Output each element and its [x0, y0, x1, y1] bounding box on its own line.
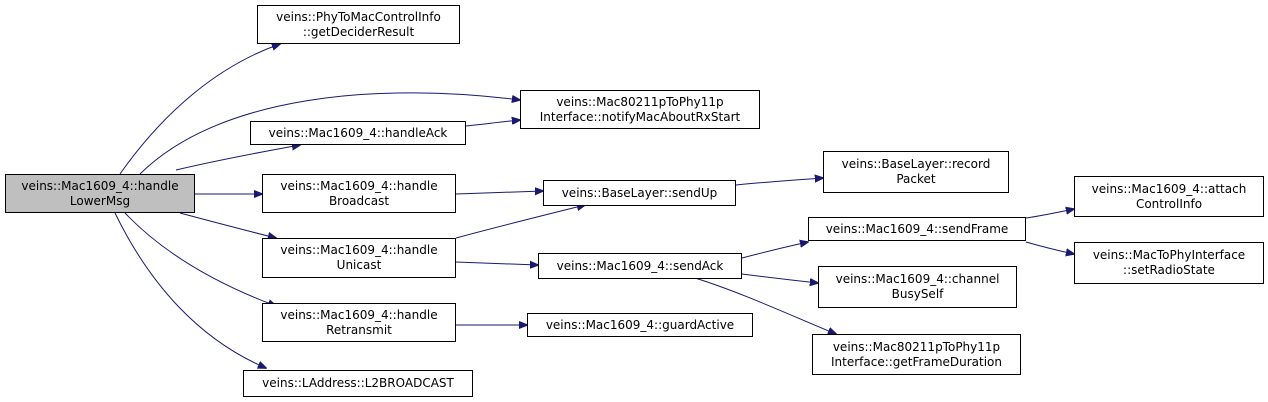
node-handle-lower-msg: veins::Mac1609_4::handle LowerMsg	[5, 174, 195, 213]
node-label: Unicast	[336, 258, 382, 272]
node-set-radio-state[interactable]: veins::MacToPhyInterface ::setRadioState	[1074, 242, 1264, 284]
node-label: Broadcast	[328, 193, 390, 208]
node-label: veins::PhyToMacControlInfo	[276, 9, 441, 24]
node-label: veins::BaseLayer::sendUp	[561, 185, 718, 200]
edge-handle-ack-to-notify-mac-about-rx-start	[465, 120, 520, 127]
edge-send-ack-to-send-frame	[741, 242, 808, 259]
node-label: veins::Mac80211pToPhy11p	[556, 94, 724, 109]
node-label: veins::Mac1609_4::guardActive	[545, 317, 735, 332]
node-label: ControlInfo	[1135, 196, 1203, 211]
edge-root-to-get-decider-result	[119, 44, 280, 175]
node-label: Packet	[896, 172, 936, 186]
node-guard-active[interactable]: veins::Mac1609_4::guardActive	[527, 313, 753, 337]
node-handle-unicast[interactable]: veins::Mac1609_4::handle Unicast	[262, 238, 456, 278]
node-label: veins::Mac1609_4::channel	[835, 272, 1000, 286]
node-record-packet[interactable]: veins::BaseLayer::record Packet	[823, 151, 1009, 193]
edge-root-to-handle-ack	[175, 145, 300, 171]
node-handle-retransmit[interactable]: veins::Mac1609_4::handle Retransmit	[262, 303, 456, 342]
edge-root-to-handle-retransmit	[124, 212, 276, 306]
node-get-frame-duration[interactable]: veins::Mac80211pToPhy11p Interface::getF…	[812, 334, 1021, 375]
node-handle-ack[interactable]: veins::Mac1609_4::handleAck	[250, 121, 466, 145]
node-label: Interface::notifyMacAboutRxStart	[539, 109, 741, 124]
node-send-up[interactable]: veins::BaseLayer::sendUp	[543, 180, 736, 206]
node-send-ack[interactable]: veins::Mac1609_4::sendAck	[538, 253, 742, 279]
node-label: veins::Mac1609_4::handle	[21, 178, 179, 193]
node-label: veins::Mac1609_4::handle	[280, 178, 438, 193]
node-label: veins::Mac1609_4::handle	[280, 307, 438, 322]
node-label: Retransmit	[326, 322, 392, 337]
node-l2broadcast[interactable]: veins::LAddress::L2BROADCAST	[243, 370, 473, 397]
edge-handle-unicast-to-send-ack	[455, 262, 538, 265]
node-label: veins::BaseLayer::record	[841, 157, 991, 171]
edge-handle-unicast-to-send-up	[455, 205, 585, 239]
node-label: veins::MacToPhyInterface	[1092, 248, 1246, 262]
edge-handle-broadcast-to-send-up	[455, 191, 543, 194]
node-label: veins::LAddress::L2BROADCAST	[262, 376, 454, 390]
edge-send-ack-to-channel-busy-self	[741, 273, 818, 283]
edge-send-frame-to-set-radio-state	[1025, 241, 1074, 254]
node-send-frame[interactable]: veins::Mac1609_4::sendFrame	[808, 217, 1026, 241]
node-label: veins::Mac1609_4::sendAck	[556, 258, 724, 273]
node-handle-broadcast[interactable]: veins::Mac1609_4::handle Broadcast	[262, 174, 456, 213]
node-label: ::getDeciderResult	[302, 24, 415, 39]
node-label: BusySelf	[891, 287, 944, 301]
node-notify-mac-about-rx-start[interactable]: veins::Mac80211pToPhy11p Interface::noti…	[520, 90, 760, 129]
edge-send-ack-to-get-frame-duration	[694, 277, 836, 334]
node-label: veins::Mac1609_4::attach	[1091, 181, 1247, 196]
edge-root-to-notify-mac-about-rx-start	[139, 92, 520, 175]
node-label: veins::Mac1609_4::handleAck	[268, 125, 448, 140]
node-get-decider-result[interactable]: veins::PhyToMacControlInfo ::getDeciderR…	[257, 5, 460, 44]
edge-root-to-l2broadcast	[114, 212, 266, 368]
edge-send-up-to-record-packet	[735, 178, 823, 186]
node-label: veins::Mac1609_4::handle	[280, 243, 438, 257]
node-label: LowerMsg	[69, 193, 131, 208]
node-label: veins::Mac1609_4::sendFrame	[825, 221, 1009, 236]
node-channel-busy-self[interactable]: veins::Mac1609_4::channel BusySelf	[818, 266, 1017, 308]
node-label: veins::Mac80211pToPhy11p	[832, 339, 1001, 354]
node-label: Interface::getFrameDuration	[830, 354, 1003, 369]
node-label: ::setRadioState	[1123, 263, 1215, 277]
edge-root-to-handle-unicast	[179, 212, 276, 238]
edge-send-frame-to-attach-control-info	[1025, 209, 1074, 219]
node-attach-control-info[interactable]: veins::Mac1609_4::attach ControlInfo	[1074, 176, 1264, 217]
